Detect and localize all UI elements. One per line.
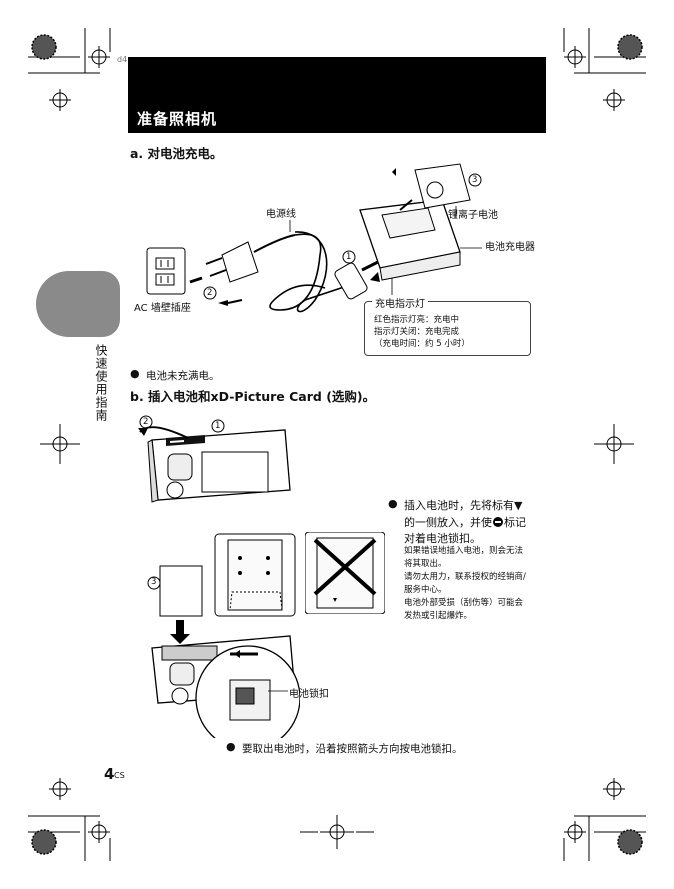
power-cord-label: 电源线 <box>266 209 296 220</box>
battery-lock-label: 电池锁扣 <box>289 689 329 700</box>
instruction-line-3: 对着电池锁扣。 <box>404 532 481 545</box>
step-b1-label: 1 <box>215 421 221 431</box>
title-banner <box>128 57 546 133</box>
page-title: 准备照相机 <box>137 110 218 128</box>
warning-line-4: 服务中心。 <box>404 585 447 595</box>
incorrect-insertion-illustration <box>305 532 385 614</box>
page-number: 4 <box>104 765 115 783</box>
indicator-line-1: 红色指示灯亮：充电中 <box>374 315 460 325</box>
indicator-line-3: （充电时间：约 5 小时） <box>374 339 470 349</box>
page-code: d4 <box>117 55 128 64</box>
battery-insert-illustration <box>147 533 300 738</box>
warning-line-3: 请勿太用力，联系授权的经销商/ <box>404 572 526 582</box>
wall-outlet-label: AC 墙壁插座 <box>134 303 191 314</box>
step-b2-label: 2 <box>143 417 149 427</box>
step-a2-label: 2 <box>207 288 213 298</box>
warning-line-2: 将其取出。 <box>404 559 447 569</box>
step-a3-label: 3 <box>472 175 478 185</box>
charging-illustration <box>146 163 482 313</box>
charge-indicator-title: 充电指示灯 <box>372 295 428 310</box>
instruction-line-2-text: 的一侧放入，并使 <box>404 516 492 529</box>
warning-line-6: 发热或引起爆炸。 <box>404 611 473 621</box>
section-b-heading: b. 插入电池和xD-Picture Card (选购)。 <box>130 389 376 404</box>
indicator-line-2: 指示灯关闭：充电完成 <box>374 327 460 337</box>
page-lang: CS <box>114 771 125 780</box>
remove-note: 要取出电池时，沿着按照箭头方向按电池锁扣。 <box>242 743 463 755</box>
remove-bullet-icon: ● <box>226 740 236 753</box>
step-a1-label: 1 <box>346 252 352 262</box>
section-a-note: 电池未充满电。 <box>146 370 220 382</box>
section-a-heading: a. 对电池充电。 <box>130 146 223 161</box>
instruction-line-2: 的一侧放入，并使标记 <box>404 514 526 530</box>
li-ion-battery-label: 锂离子电池 <box>448 210 498 221</box>
warning-line-5: 电池外部受损（刮伤等）可能会 <box>404 598 524 608</box>
lock-mark-icon <box>493 517 503 527</box>
instruction-line-1: 插入电池时，先将标有▼ <box>404 499 523 512</box>
warning-line-1: 如果错误地插入电池，则会无法 <box>404 546 524 556</box>
side-tab-label: 快速使用指南 <box>94 344 108 422</box>
charger-label: 电池充电器 <box>485 242 535 253</box>
section-tab <box>36 271 120 337</box>
instruction-bullet-icon: ● <box>388 497 398 510</box>
step-b3-label: 3 <box>151 577 157 587</box>
charge-indicator-box <box>364 301 531 356</box>
instruction-line-2b-text: 标记 <box>504 516 526 529</box>
bullet-icon: ● <box>130 367 140 380</box>
camera-top-illustration <box>138 415 291 503</box>
